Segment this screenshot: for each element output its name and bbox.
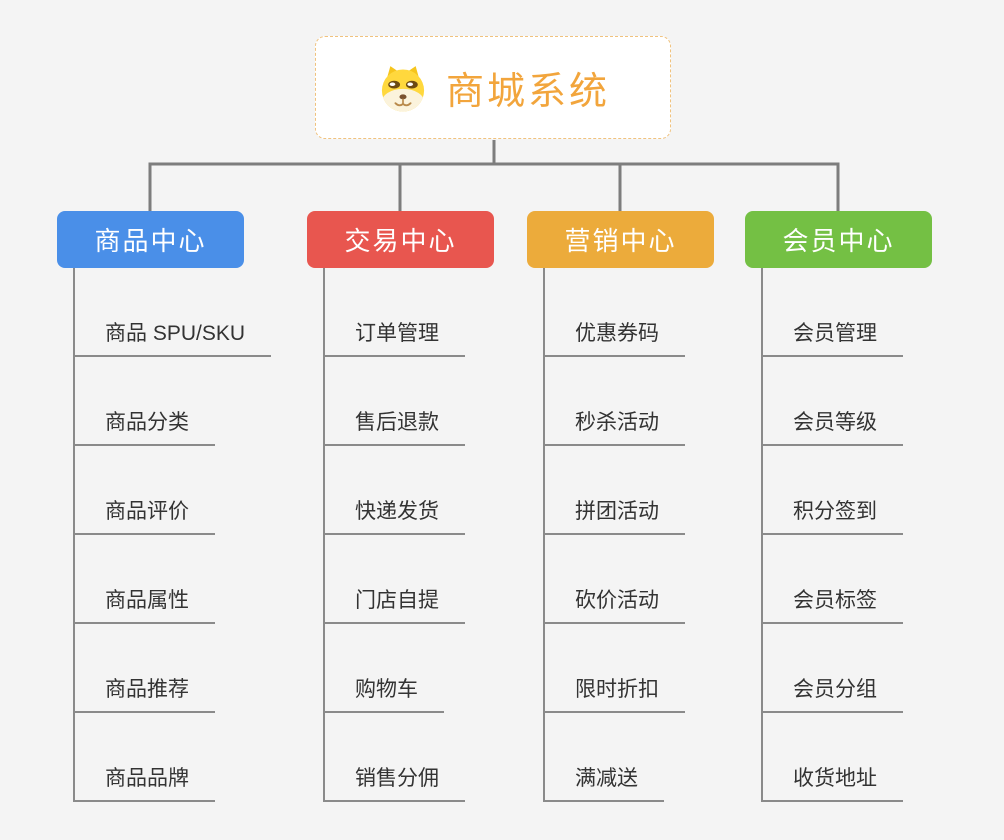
branch-children-3: 优惠券码 秒杀活动 拼团活动 砍价活动 限时折扣 满减送 xyxy=(543,268,685,802)
node-item[interactable]: 商品评价 xyxy=(75,446,215,535)
node-item[interactable]: 会员等级 xyxy=(763,357,903,446)
node-item[interactable]: 限时折扣 xyxy=(545,624,685,713)
branch-box-2[interactable]: 交易中心 xyxy=(307,211,494,268)
branch-box-1[interactable]: 商品中心 xyxy=(57,211,244,268)
branch-label: 营销中心 xyxy=(564,226,677,256)
node-item[interactable]: 销售分佣 xyxy=(325,713,465,802)
node-item[interactable]: 会员标签 xyxy=(763,535,903,624)
node-item[interactable]: 拼团活动 xyxy=(545,446,685,535)
node-item[interactable]: 会员分组 xyxy=(763,624,903,713)
node-item[interactable]: 积分签到 xyxy=(763,446,903,535)
node-item[interactable]: 会员管理 xyxy=(763,268,903,357)
node-item[interactable]: 秒杀活动 xyxy=(545,357,685,446)
node-item[interactable]: 商品推荐 xyxy=(75,624,215,713)
branch-children-2: 订单管理 售后退款 快递发货 门店自提 购物车 销售分佣 xyxy=(323,268,465,802)
branch-label: 交易中心 xyxy=(344,226,457,256)
branch-box-3[interactable]: 营销中心 xyxy=(527,211,714,268)
node-item[interactable]: 商品 SPU/SKU xyxy=(75,268,272,357)
node-item[interactable]: 订单管理 xyxy=(325,268,465,357)
root-title: 商城系统 xyxy=(445,71,610,113)
node-item[interactable]: 收货地址 xyxy=(763,713,903,802)
branch-box-4[interactable]: 会员中心 xyxy=(745,211,932,268)
branch-label: 商品中心 xyxy=(94,226,207,256)
node-item[interactable]: 快递发货 xyxy=(325,446,465,535)
node-item[interactable]: 售后退款 xyxy=(325,357,465,446)
node-item[interactable]: 商品品牌 xyxy=(75,713,215,802)
node-item[interactable]: 购物车 xyxy=(325,624,444,713)
node-item[interactable]: 商品分类 xyxy=(75,357,215,446)
node-item[interactable]: 商品属性 xyxy=(75,535,215,624)
node-item[interactable]: 优惠券码 xyxy=(545,268,685,357)
doge-icon xyxy=(376,61,430,115)
branch-children-1: 商品 SPU/SKU 商品分类 商品评价 商品属性 商品推荐 商品品牌 xyxy=(73,268,272,802)
root-node[interactable]: 商城系统 xyxy=(315,36,671,139)
node-item[interactable]: 砍价活动 xyxy=(545,535,685,624)
branch-label: 会员中心 xyxy=(782,226,895,256)
branch-children-4: 会员管理 会员等级 积分签到 会员标签 会员分组 收货地址 xyxy=(761,268,903,802)
node-item[interactable]: 门店自提 xyxy=(325,535,465,624)
node-item[interactable]: 满减送 xyxy=(545,713,664,802)
